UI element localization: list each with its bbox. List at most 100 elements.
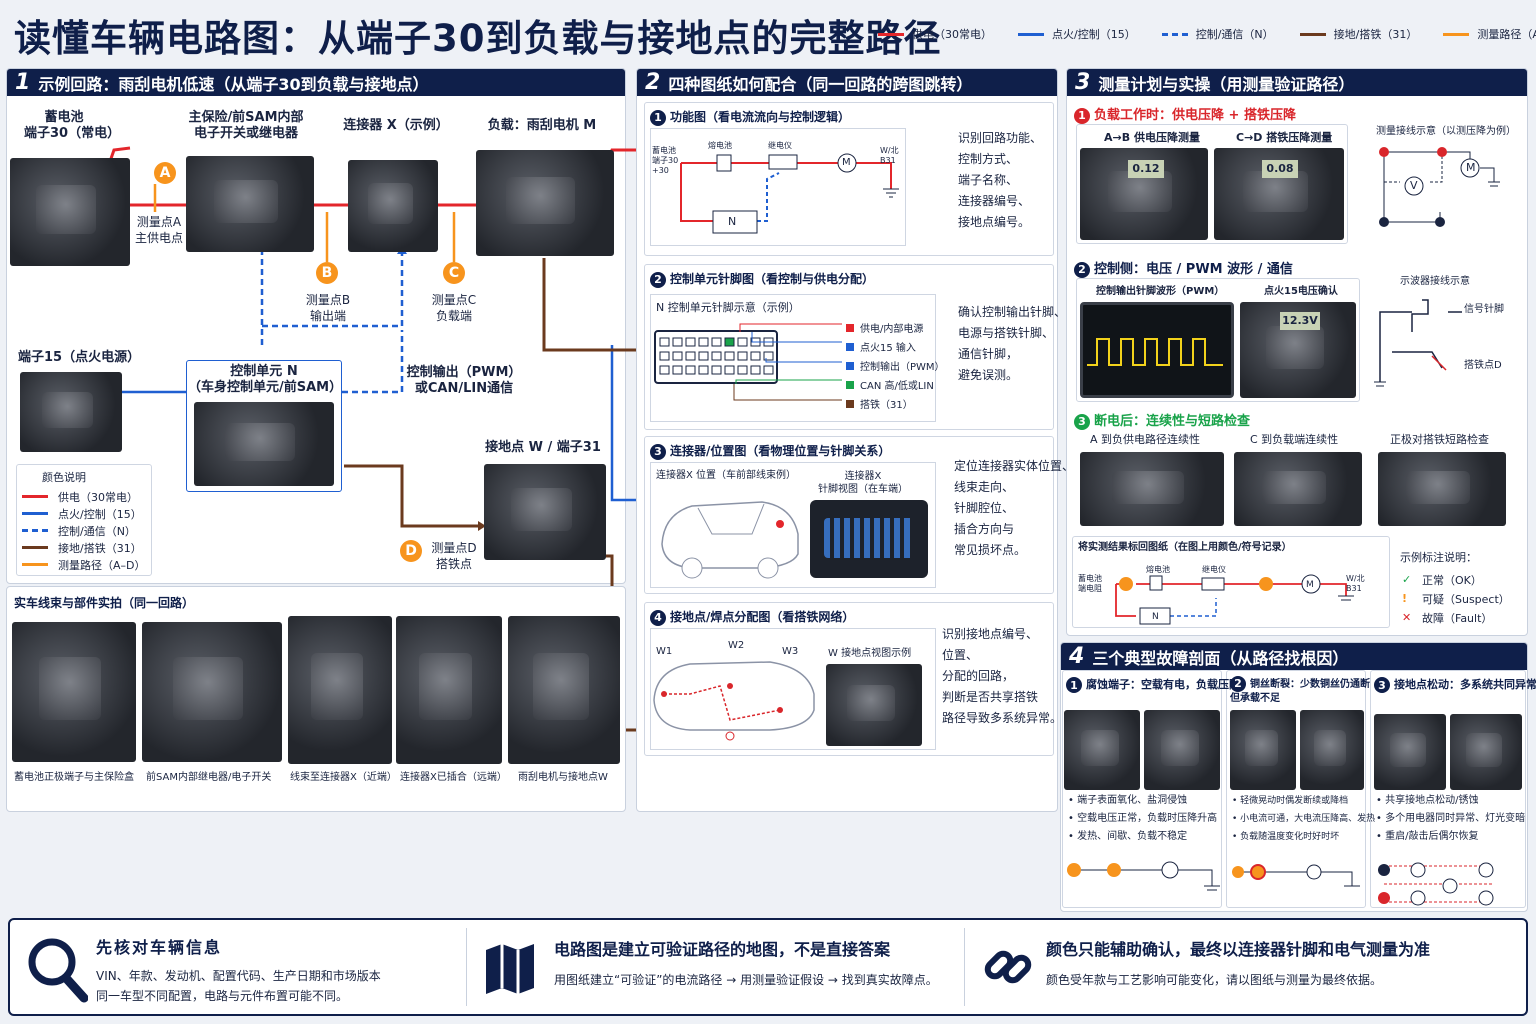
motor-photo (476, 150, 614, 256)
note-mark-icon: ✓ (1402, 573, 1412, 586)
pwm-waveform-label: 控制输出针脚波形（PWM） (1096, 286, 1225, 297)
control-side-title-text: 控制侧：电压 / PWM 波形 / 通信 (1094, 262, 1293, 277)
mark-ground-label: W/北 B31 (1346, 574, 1365, 593)
fault-3-title-text: 接地点松动：多系统共同异常 (1394, 678, 1536, 691)
meter-readout-15: 12.3V (1280, 312, 1320, 330)
note-mark-icon: ✕ (1402, 611, 1412, 624)
legend-label: 控制/通信（N） (58, 524, 136, 538)
real-photo-connector (396, 616, 502, 764)
list-item: 连接器编号、 (958, 194, 1031, 208)
legend-swatch (878, 32, 904, 36)
list-item: 识别回路功能、 (958, 131, 1043, 145)
fault-item: • 多个用电器同时异常、灯光变暗 (1376, 813, 1526, 824)
list-item: 位置、 (942, 648, 979, 662)
point-a-badge: A (154, 162, 176, 184)
func-relay-label: 继电仪 (768, 141, 792, 150)
tip-3-title: 颜色只能辅助确认，最终以连接器针脚和电气测量为准 (1046, 940, 1431, 959)
tip-1-line-2: 同一车型不同配置，电路与元件布置可能不同。 (96, 989, 349, 1003)
connector-pinview (810, 500, 928, 578)
power-off-title-text: 断电后：连续性与短路检查 (1094, 414, 1251, 429)
motor-label: 负载：雨刮电机 M (487, 118, 597, 133)
mark-n-label: N (1152, 612, 1159, 622)
legend-label: 接地/搭铁（31） (58, 541, 142, 555)
legend-swatch (1018, 32, 1044, 36)
caption-2: 前SAM内部继电器/电子开关 (146, 772, 272, 783)
pin-legend-row: 点火15 输入 (846, 337, 945, 356)
legend-label: 点火/控制（15） (58, 507, 142, 521)
fault-item-text: 共享接地点松动/锈蚀 (1385, 795, 1479, 806)
pin-legend-row: CAN 高/低或LIN (846, 375, 945, 394)
tip-map: 电路图是建立可验证路径的地图，不是直接答案 用图纸建立“可验证”的电流路径 → … (468, 920, 964, 1014)
pin-label: 供电/内部电源 (860, 324, 924, 335)
panel-4-title: 三个典型故障剖面（从路径找根因） (1092, 648, 1349, 668)
legend-swatch (22, 512, 48, 515)
short-check-label: 正极对搭铁短路检查 (1390, 433, 1489, 446)
list-item: 路径导致多系统异常。 (942, 711, 1063, 725)
legend-swatch (22, 495, 48, 498)
tip-3-line-1: 颜色受年款与工艺影响可能变化，请以图纸与测量为最终依据。 (1046, 973, 1383, 987)
legend-title: 颜色说明 (42, 471, 86, 484)
tip-vehicle-info: 先核对车辆信息 VIN、年款、发动机、配置代码、生产日期和市场版本 同一车型不同… (10, 920, 466, 1014)
magnifier-icon (28, 938, 88, 1003)
note-label: 故障（Fault） (1422, 611, 1493, 625)
fault-3-marker: 3 (1374, 677, 1390, 693)
list-item: 线束走向、 (954, 480, 1015, 494)
legend-label: 点火/控制（15） (1052, 28, 1136, 41)
list-item: 接地点编号。 (958, 215, 1031, 229)
corrosion-photo-1 (1064, 710, 1140, 790)
strands-photo-2 (1300, 710, 1364, 790)
location-diagram-title: 3 连接器/位置图（看物理位置与针脚关系） (650, 442, 890, 460)
tip-2-line-1: 用图纸建立“可验证”的电流路径 → 用测量验证假设 → 找到真实故障点。 (554, 973, 938, 987)
fault-item-text: 重启/敲击后偶尔恢复 (1385, 831, 1479, 842)
note-label: 正常（OK） (1422, 573, 1482, 587)
ground-loose-photo-1 (1374, 714, 1446, 790)
ground-photo (484, 464, 606, 560)
fault-3-list: • 共享接地点松动/锈蚀• 多个用电器同时异常、灯光变暗• 重启/敲击后偶尔恢复 (1376, 792, 1525, 846)
w3-label: W3 (782, 646, 799, 657)
meter-readout-ab: 0.12 (1128, 160, 1164, 178)
note-label: 可疑（Suspect） (1422, 592, 1510, 606)
fault-2-list: • 轻微晃动时偶发断续或降档• 小电流可通，大电流压降高、发热• 负载随温度变化… (1232, 792, 1375, 846)
step-3-marker: 3 (650, 443, 666, 460)
control-unit-label: 控制单元 N （车身控制单元/前SAM） (188, 364, 343, 395)
functional-schematic (650, 128, 906, 246)
panel-3-title: 测量计划与实操（用测量验证路径） (1098, 74, 1355, 94)
location-sub1: 连接器X 位置（车前部线束例） (656, 470, 797, 481)
list-item: 通信针脚， (958, 347, 1019, 361)
legend-swatch (1299, 32, 1326, 36)
pin-color-swatch (846, 342, 854, 351)
drop-wiring-label: 测量接线示意（以测压降为例） (1376, 126, 1516, 137)
panel-1-number: 1 (15, 70, 31, 95)
continuity-c-label: C 到负载端连续性 (1250, 433, 1339, 446)
location-schematic (650, 462, 936, 588)
point-c-badge: C (443, 262, 465, 284)
page-title: 读懂车辆电路图：从端子30到负载与接地点的完整路径 (14, 17, 942, 60)
w2-label: W2 (728, 640, 745, 651)
short-photo (1378, 452, 1506, 526)
legend-label: 测量路径（A–D） (58, 558, 146, 572)
list-item: 分配的回路， (942, 669, 1015, 683)
terminal-15-label: 端子15（点火电源） (18, 350, 141, 365)
step-3-1-marker: 1 (1074, 107, 1090, 124)
func-ground-label: W/北 B31 (880, 146, 899, 165)
legend-swatch (1443, 32, 1470, 36)
fault-1-title-text: 腐蚀端子：空载有电，负载压降 (1086, 678, 1240, 691)
mark-results-svg (1115, 574, 1354, 625)
fault-1-marker: 1 (1066, 677, 1082, 693)
pin-label: 点火15 输入 (860, 343, 916, 354)
panel-4-number: 4 (1069, 644, 1085, 669)
fault-3-title: 3 接地点松动：多系统共同异常 (1374, 676, 1536, 693)
ground-desc: 识别接地点编号、位置、分配的回路，判断是否共享搭铁路径导致多系统异常。 (942, 624, 1062, 729)
location-title-text: 连接器/位置图（看物理位置与针脚关系） (670, 444, 891, 458)
real-photo-sam (142, 622, 282, 762)
fault-item-text: 空载电压正常，负载时压降升高 (1077, 813, 1218, 824)
continuity-photo-1 (1080, 452, 1224, 526)
mark-results-title: 将实测结果标回图纸（在图上用颜色/符号记录） (1078, 542, 1292, 553)
caption-1: 蓄电池正极端子与主保险盒 (14, 772, 134, 783)
pin-color-swatch (846, 380, 854, 389)
battery-photo (10, 158, 130, 266)
ignition-switch-photo (20, 372, 122, 452)
w1-label: W1 (656, 646, 673, 657)
